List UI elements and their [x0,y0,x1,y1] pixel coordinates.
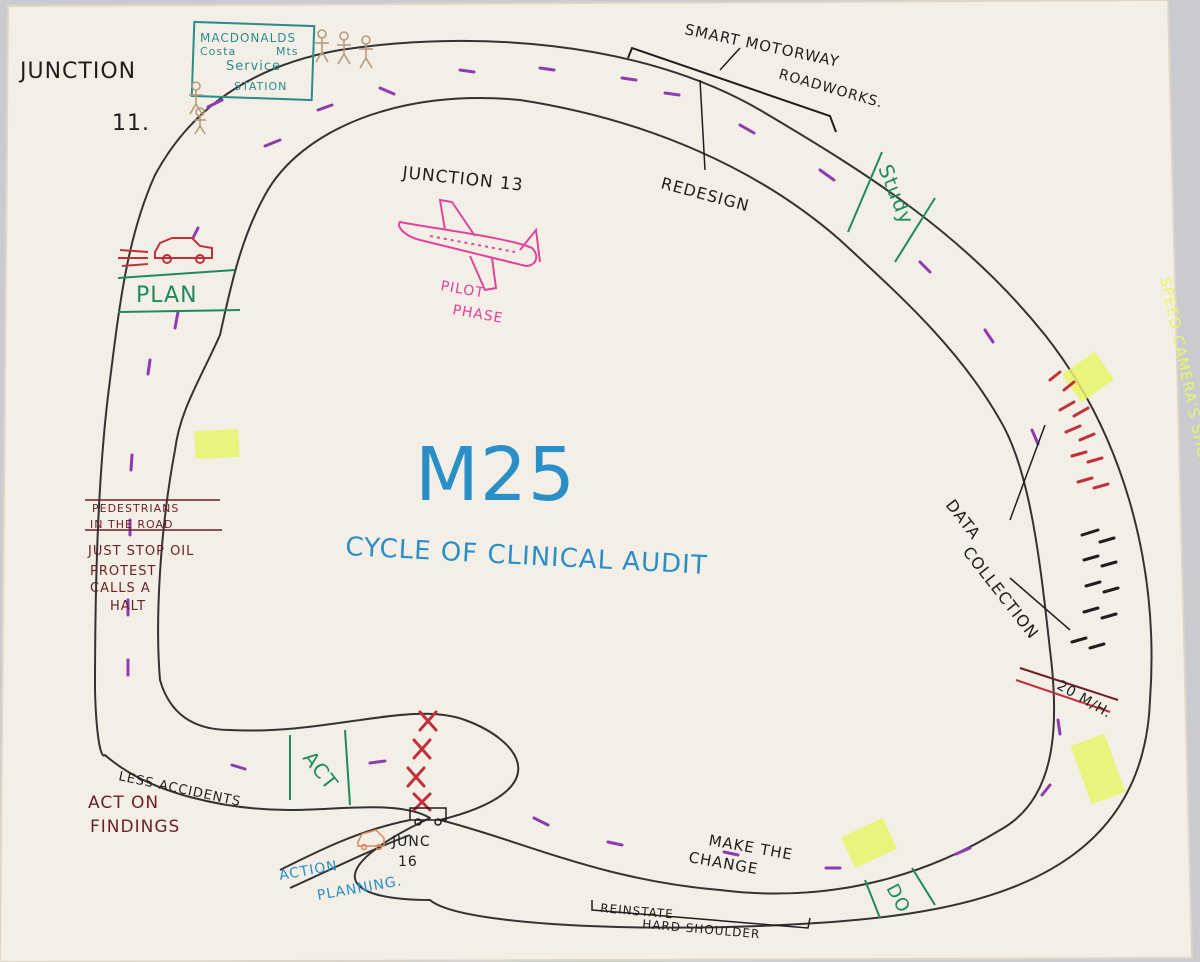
pedestrians-line-2: IN THE ROAD [90,518,174,531]
stick-figures-icon [189,29,373,135]
pilot-label: PILOT [439,278,486,301]
road-inner-edge [157,96,1056,895]
junction-11-number: 11. [112,111,150,136]
pedestrians-line-6: HALT [110,599,146,614]
pedestrians-note: PEDESTRIANS IN THE ROAD JUST STOP OIL PR… [85,499,222,614]
reinstate-note: REINSTATE HARD SHOULDER [591,900,811,941]
pedestrians-line-4: PROTEST [90,564,156,579]
act-on-label: ACT ON [88,793,159,813]
redesign-pointer [699,79,706,171]
motorway-road [94,39,1153,929]
speed-camera-markers [194,351,1126,869]
service-line-4: STATION [234,80,287,93]
lane-markings [126,66,1062,870]
pedestrians-line-1: PEDESTRIANS [92,502,179,515]
pedestrians-line-5: CALLS A [90,581,151,596]
roadworks-bracket [627,46,837,133]
diagram-title: M25 [415,432,576,518]
black-rumble-marks [1070,528,1120,650]
data-pointer-2 [1009,577,1071,631]
service-line-2b: Mts [276,45,299,58]
red-rumble-marks [1048,370,1110,490]
car-icon [118,237,213,267]
truck-icon [409,807,447,826]
plan-stage: PLAN [117,269,241,313]
road-outer-edge [94,39,1153,929]
airplane-icon [398,198,541,292]
service-line-1: MACDONALDS [200,31,296,45]
service-line-2a: Costa [200,45,236,58]
junction-16-number: 16 [398,854,418,870]
smart-pointer [719,47,741,71]
junction-16-label: JUNC [391,834,431,850]
pedestrians-line-3: JUST STOP OIL [87,544,194,559]
data-pointer-1 [1009,424,1046,521]
findings-label: FINDINGS [90,817,180,837]
junction-11-label: JUNCTION [18,59,136,84]
service-station-box: MACDONALDS Costa Mts Service STATION [190,20,316,102]
slip-road [279,819,411,889]
plan-label: PLAN [136,283,198,308]
service-line-3: Service [226,59,281,74]
blockade-crosses [406,710,438,812]
small-car-icon [357,829,385,851]
reinstate-label: REINSTATE [600,901,675,921]
